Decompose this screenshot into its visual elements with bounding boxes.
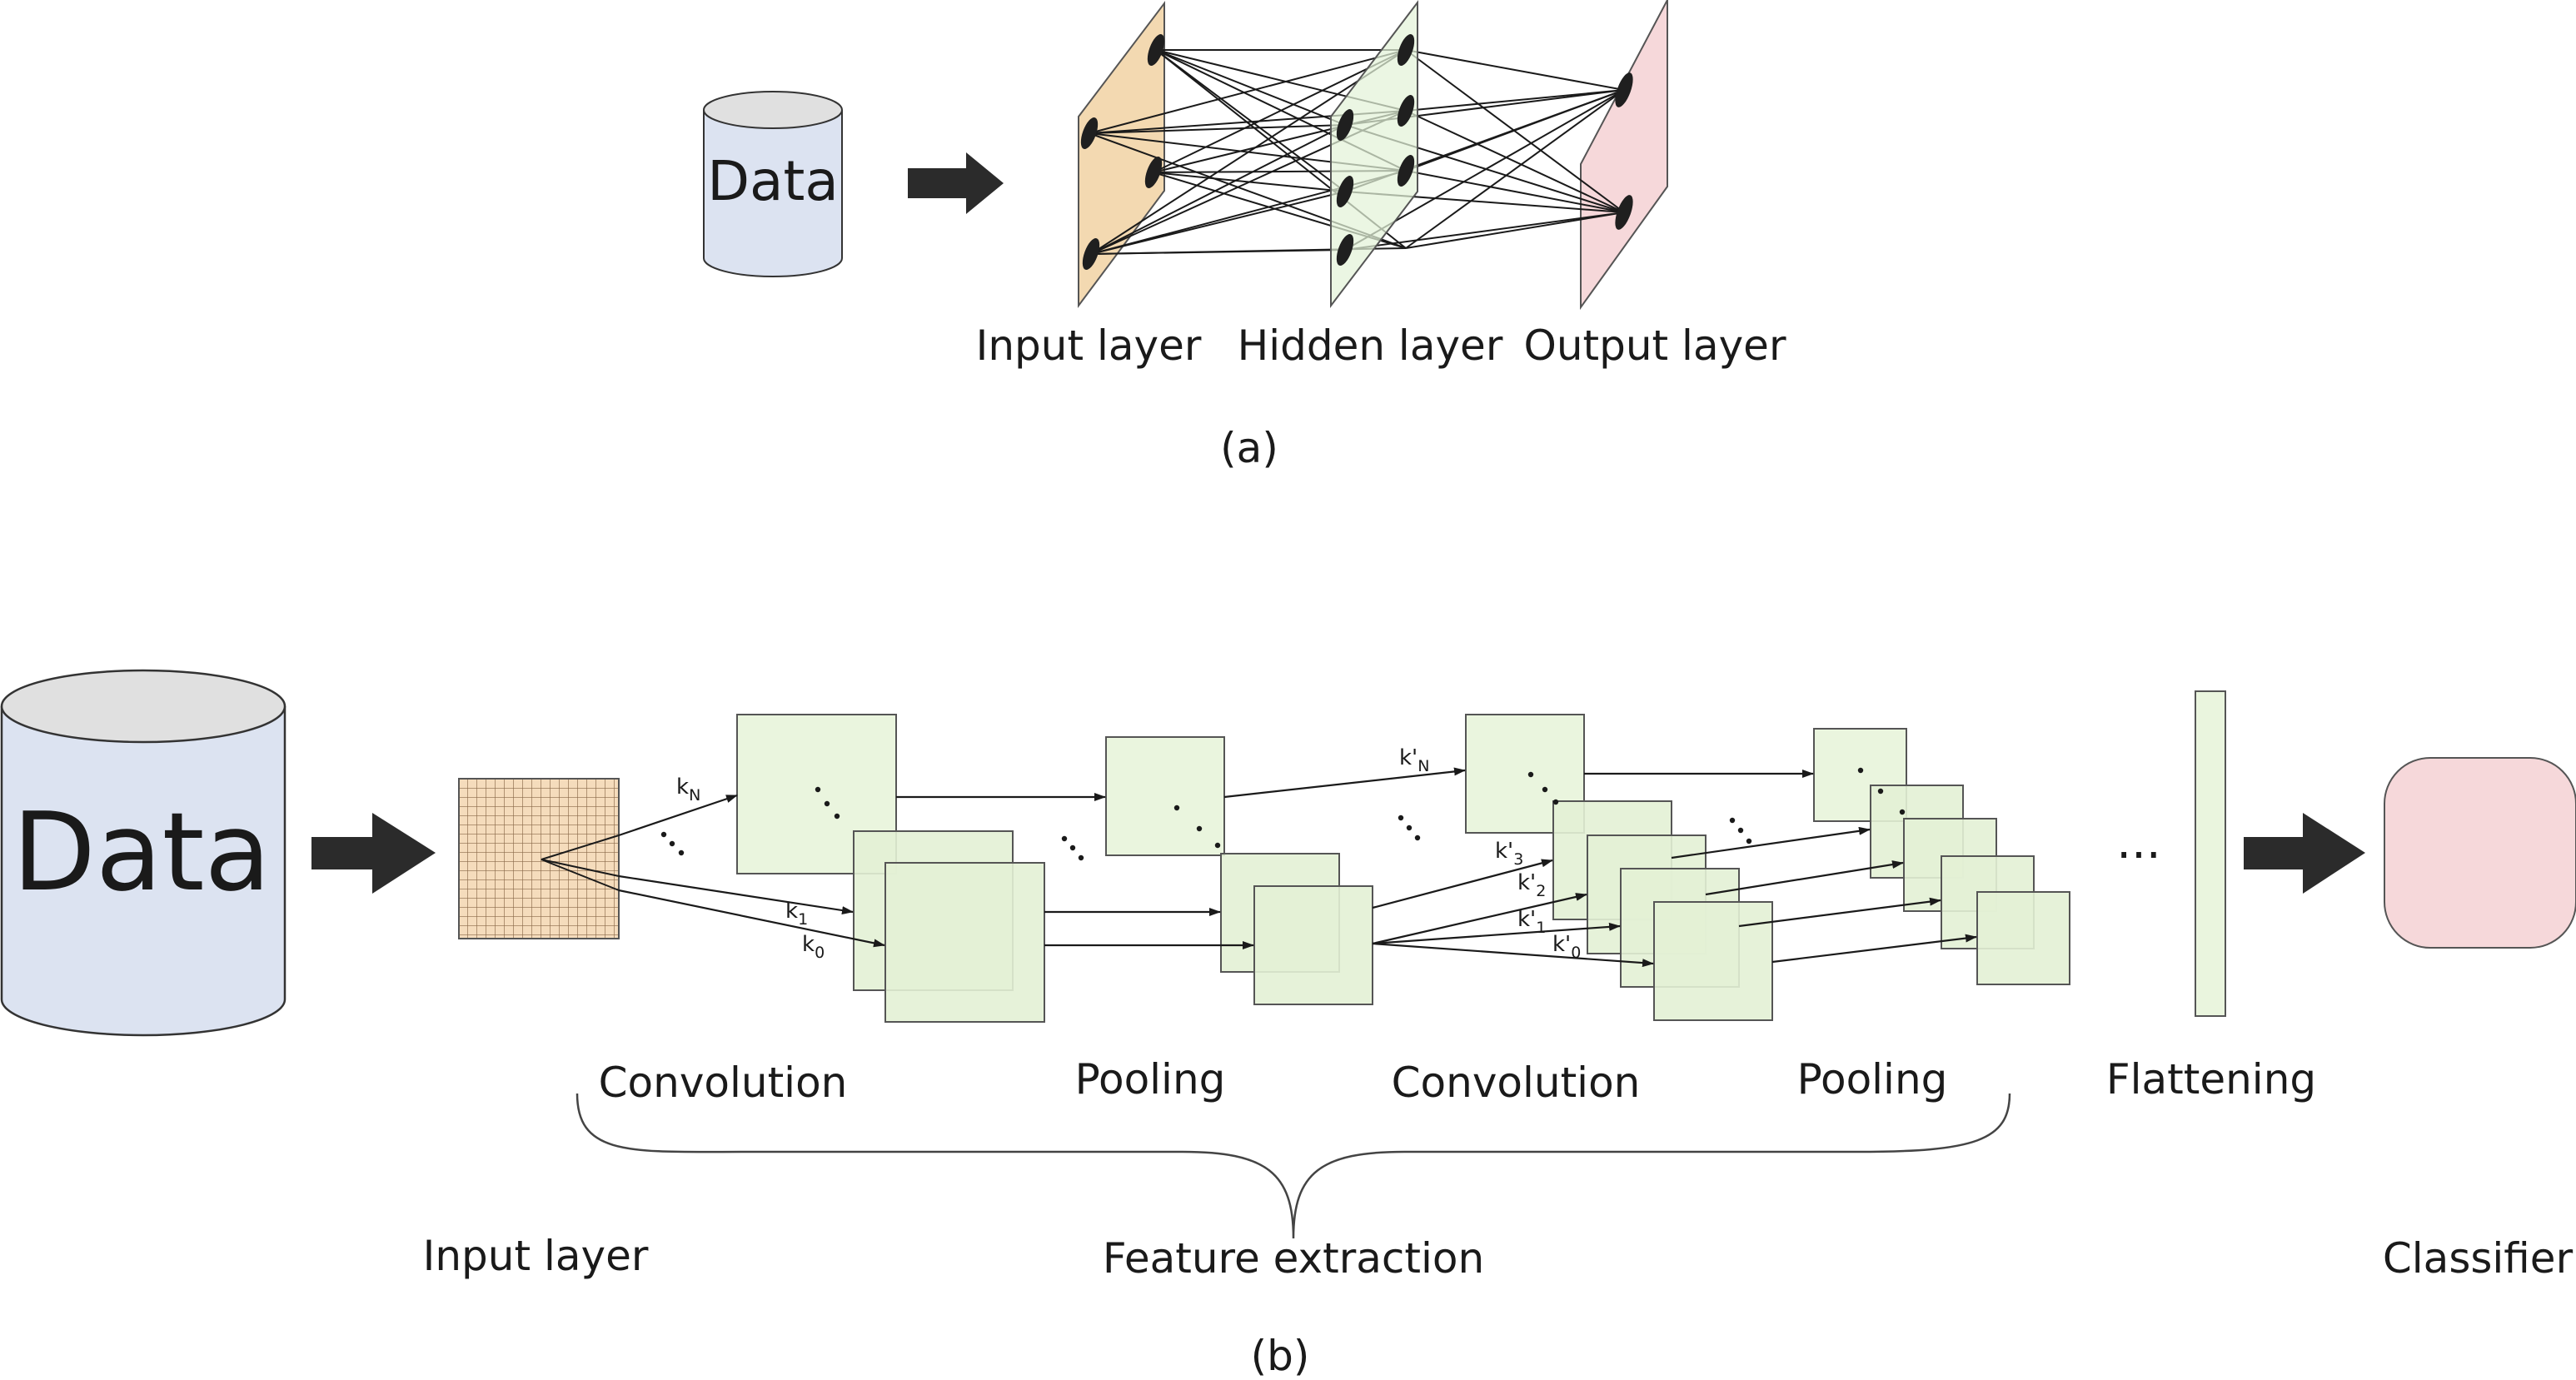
feature-map	[1253, 885, 1373, 1005]
classifier-box	[2384, 757, 2576, 949]
data-cylinder-large: Data	[0, 669, 286, 1037]
flatten-vector	[2195, 690, 2226, 1017]
hidden-layer-label-a: Hidden layer	[1238, 321, 1503, 370]
feature-map	[1976, 891, 2070, 985]
output-node	[1615, 72, 1633, 107]
flow-arrows	[618, 767, 1977, 968]
network-nodes	[1080, 34, 1633, 270]
feature-extraction-brace	[575, 1093, 2011, 1239]
input-layer-label-a: Input layer	[976, 321, 1202, 370]
dot-ellipses	[660, 767, 1906, 861]
input-node	[1082, 238, 1100, 270]
output-node	[1615, 195, 1633, 230]
stage-label-convolution: Convolution	[1392, 1059, 1641, 1107]
kernel-label: k'2	[1517, 870, 1546, 900]
panel-b: Data	[0, 669, 2576, 1380]
output-layer-label-a: Output layer	[1523, 321, 1786, 370]
hidden-node	[1397, 155, 1415, 187]
feature-map	[884, 862, 1045, 1023]
output-layer-plane	[1580, 0, 1668, 311]
stage-label-convolution: Convolution	[599, 1059, 848, 1107]
feature-map	[1105, 736, 1225, 856]
flatten-ellipsis: ...	[2116, 815, 2160, 869]
kernel-label: k0	[802, 932, 825, 962]
input-image-grid	[458, 778, 620, 939]
stage-label-pooling: Pooling	[1797, 1055, 1948, 1104]
hidden-node	[1336, 176, 1354, 207]
hidden-node	[1397, 34, 1415, 66]
kernel-label: k'N	[1399, 745, 1429, 775]
caption-b: (b)	[1251, 1332, 1310, 1380]
caption-a: (a)	[1220, 424, 1278, 472]
input-node	[1147, 34, 1165, 66]
block-arrow-icon	[311, 813, 436, 894]
feature-extraction-label: Feature extraction	[1103, 1234, 1484, 1283]
kernel-label: k'0	[1552, 932, 1581, 962]
data-cylinder-large-label: Data	[12, 789, 271, 915]
classifier-label: Classifier	[2383, 1234, 2574, 1283]
kernel-label: k'3	[1495, 839, 1523, 869]
input-layer-plane	[1078, 1, 1165, 309]
block-arrow-icon	[2244, 813, 2365, 894]
kernel-label: k1	[785, 899, 808, 929]
input-node	[1080, 117, 1099, 149]
kernel-label: k'1	[1517, 907, 1546, 937]
hidden-node	[1336, 234, 1354, 266]
input-node	[1144, 157, 1163, 188]
stage-label-pooling: Pooling	[1075, 1055, 1226, 1104]
hidden-node	[1397, 95, 1415, 127]
stage-label-flattening: Flattening	[2106, 1055, 2316, 1104]
kernel-label: kN	[676, 775, 700, 805]
data-cylinder-small-label: Data	[707, 149, 839, 213]
kernel-lines	[541, 834, 620, 891]
hidden-node	[1336, 109, 1354, 141]
panel-a: Data	[703, 0, 1786, 472]
data-cylinder-small: Data	[703, 91, 843, 277]
block-arrow-icon	[908, 152, 1004, 214]
input-layer-label-b: Input layer	[423, 1232, 649, 1280]
feature-map	[1653, 901, 1773, 1021]
hidden-layer-plane	[1330, 0, 1418, 308]
